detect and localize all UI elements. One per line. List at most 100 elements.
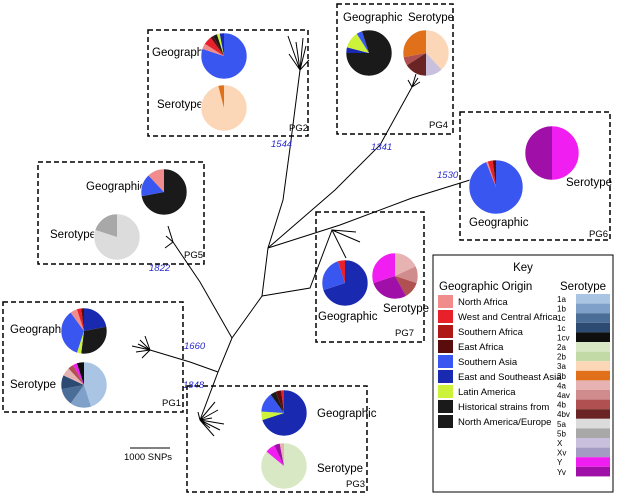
pie-slice-west_central_africa — [76, 308, 84, 331]
pg2-label: PG2 — [289, 123, 308, 134]
pie-slice-Yv — [373, 276, 407, 300]
geo-swatch — [438, 310, 453, 323]
pg5-label: PG5 — [184, 250, 203, 261]
pg6-label: PG6 — [589, 229, 608, 240]
pie-outline — [60, 361, 108, 409]
sero-swatch — [576, 342, 610, 352]
pie-slice-latin_america — [76, 331, 84, 354]
pg3-geographic-pie — [260, 389, 308, 437]
node-label-pg1: 1660 — [184, 341, 206, 352]
geo-swatch — [438, 325, 453, 338]
pie-slice-historical — [270, 391, 284, 413]
group-pg6: Serotype Geographic PG6 — [459, 111, 612, 241]
key-serotype-title: Serotype — [560, 281, 606, 293]
sero-swatch — [576, 351, 610, 362]
geo-swatch — [438, 385, 453, 398]
scale-bar-label: 1000 SNPs — [124, 452, 172, 463]
pg7-geographic-label: Geographic — [318, 311, 378, 323]
pg3-serotype-pie — [260, 442, 308, 490]
pie-slice-1a — [84, 362, 108, 407]
pie-slice-historical — [141, 169, 187, 215]
pie-slice-historical — [361, 30, 369, 53]
pie-slice-southern_asia — [141, 175, 164, 197]
pg5-serotype-label: Serotype — [50, 229, 96, 241]
pie-slice-1b — [70, 385, 92, 408]
sero-swatch — [576, 447, 610, 458]
sero-swatch — [576, 466, 610, 477]
pg7-label: PG7 — [395, 328, 414, 339]
node-label-pg4: 1341 — [371, 142, 392, 153]
pie-outline — [468, 159, 524, 215]
pg7-serotype-label: Serotype — [383, 303, 429, 315]
sero-legend-label: 4bv — [557, 410, 570, 419]
sero-swatch — [576, 332, 610, 342]
sero-swatch — [576, 438, 610, 448]
pie-slice-Y — [372, 253, 395, 284]
pie-slice-east_southeast_asia — [84, 308, 107, 331]
pie-slice-5b — [95, 214, 117, 237]
sero-legend-label: Yv — [557, 468, 566, 477]
geo-swatch — [438, 355, 453, 368]
pie-slice-historical — [212, 34, 224, 56]
pie-slice-southern_asia — [322, 261, 345, 291]
pie-outline — [321, 259, 369, 307]
pg2-geographic-label: Geographic — [152, 47, 212, 59]
sero-legend-label: 1c — [557, 314, 565, 323]
pie-slice-X — [426, 53, 442, 76]
key-title: Key — [513, 262, 533, 274]
pg2-serotype-label: Serotype — [157, 99, 203, 111]
phylogenetic-tree — [131, 35, 479, 437]
pie-slice-west_central_africa — [204, 37, 224, 56]
sero-legend-label: 4a — [557, 381, 566, 390]
pie-slice-Y — [72, 363, 84, 385]
pie-slice-Yv — [274, 443, 284, 466]
pie-slice-latin_america — [261, 411, 284, 421]
sero-swatch — [576, 361, 610, 371]
sero-swatch — [576, 294, 610, 304]
geo-swatch — [438, 340, 453, 353]
pie-slice-3b — [218, 85, 224, 108]
pg4-label: PG4 — [429, 120, 448, 131]
node-label-pg3: 1848 — [183, 380, 205, 391]
sero-legend-label: X — [557, 439, 563, 448]
pie-slice-4a — [395, 253, 416, 276]
pie-slice-4b — [403, 53, 426, 66]
pie-slice-north_africa — [148, 169, 164, 192]
sero-swatch — [576, 380, 610, 390]
pie-slice-4av — [395, 266, 418, 284]
geo-swatch — [438, 295, 453, 308]
pie-slice-east_southeast_asia — [219, 33, 224, 56]
sero-legend-label: Xv — [557, 449, 566, 458]
group-pg2: Geographic Serotype PG2 — [147, 29, 309, 137]
pie-slice-west_central_africa — [281, 390, 284, 413]
pie-slice-southern_asia — [201, 33, 248, 80]
pg1-label: PG1 — [162, 398, 181, 409]
pie-slice-east_southeast_asia — [323, 260, 369, 306]
sero-swatch — [576, 418, 610, 429]
pg6-geographic-label: Geographic — [469, 217, 529, 229]
pg5-geographic-label: Geographic — [86, 181, 146, 193]
sero-legend-label: Y — [557, 458, 563, 467]
node-label-pg5: 1822 — [149, 263, 171, 274]
pie-slice-east_africa — [81, 308, 84, 331]
sero-swatch — [576, 322, 610, 333]
sero-legend-label: 5b — [557, 429, 566, 438]
pie-slice-3b — [402, 30, 426, 58]
legend-key: Key Geographic Origin Serotype North Afr… — [432, 254, 614, 493]
sero-swatch — [576, 390, 610, 400]
sero-legend-label: 4av — [557, 391, 570, 400]
geo-legend-label: North America/Europe — [458, 417, 551, 428]
pg2-geographic-pie — [200, 32, 248, 80]
sero-swatch — [576, 370, 610, 381]
pie-slice-1c — [61, 385, 84, 404]
sero-legend-label: 3a — [557, 362, 566, 371]
pie-slice-southern_asia — [261, 394, 284, 413]
pie-slice-north_africa — [70, 309, 84, 331]
sero-swatch — [576, 313, 610, 323]
pg2-serotype-pie — [200, 84, 248, 132]
sero-legend-label: 2b — [557, 353, 566, 362]
geo-legend-label: North Africa — [458, 297, 508, 308]
pg6-geographic-pie — [468, 159, 524, 215]
pie-slice-4a — [279, 443, 284, 466]
pie-outline — [260, 442, 308, 490]
